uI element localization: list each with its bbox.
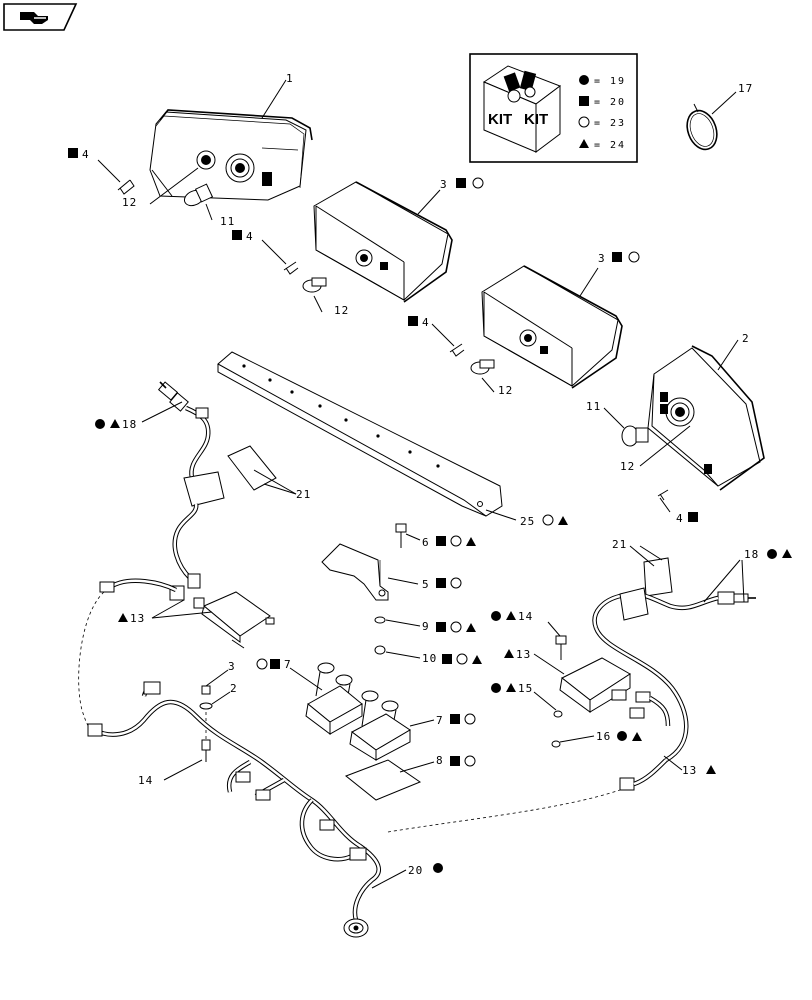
legend-eq-3: = [594,118,602,129]
callout-25: 25 [520,515,535,528]
part-17-clamp: 17 [686,82,753,151]
callout-13-lower: 13 [682,764,697,777]
part-25-bracket: 25 [217,351,568,528]
part-18-sensor-right: 18 [592,548,792,762]
part-13-module-right: 14 13 15 16 [491,610,671,748]
part-13-module-left: 13 [78,573,275,737]
callout-18-left: 18 [122,418,137,431]
callout-15: 15 [518,682,533,695]
callout-12-upper: 12 [122,196,137,209]
callout-16: 16 [596,730,611,743]
callout-11-right: 11 [586,400,601,413]
callout-12-d: 12 [620,460,635,473]
part-2-tail-lamp-right: 2 11 12 4 [586,332,765,525]
kit-word-right: KIT [524,111,548,128]
callout-14-right: 14 [518,610,533,623]
legend-filled-triangle [579,139,589,148]
legend-eq-2: = [594,97,602,108]
legend-eq-1: = [594,76,602,87]
callout-4-c: 4 [422,316,430,329]
callout-8: 8 [436,754,444,767]
legend-kit-19: 19 [610,76,626,87]
part-5-6-9-10-hardware: 6 5 9 10 [321,523,482,665]
callout-10: 10 [422,652,437,665]
legend-filled-square [579,96,589,106]
callout-6: 6 [422,536,430,549]
legend-filled-circle [579,75,589,85]
callout-4-b: 4 [246,230,254,243]
callout-7-lower: 7 [436,714,444,727]
callout-18-right: 18 [744,548,759,561]
callout-20: 20 [408,864,423,877]
callout-3-upper: 3 [440,178,448,191]
callout-9: 9 [422,620,430,633]
legend-open-circle [578,116,590,128]
callout-3-lower: 3 [598,252,606,265]
part-3-lamp-upper: 3 12 4 [232,177,484,317]
callout-3-small: 3 [228,660,236,673]
part-7-8-switches: 7 7 8 [256,658,476,801]
part-3-lamp-lower: 3 12 4 [408,251,640,397]
part-2-3-14-hardware: 3 2 14 [138,660,238,787]
part-18-sensor-left: 18 [95,381,225,580]
legend-kit-20: 20 [610,97,626,108]
callout-5: 5 [422,578,430,591]
part-21-pads: 21 21 [227,445,673,597]
callout-12-c: 12 [498,384,513,397]
callout-12-b: 12 [334,304,349,317]
callout-2-small: 2 [230,682,238,695]
callout-4-a: 4 [82,148,90,161]
callout-21-right: 21 [612,538,627,551]
kit-legend: KIT KIT = 19 = 20 = 23 = 24 [469,53,638,163]
kit-box-icon: KIT KIT [482,65,562,153]
callout-13-right: 13 [516,648,531,661]
callout-14-left: 14 [138,774,153,787]
callout-7-upper: 7 [284,658,292,671]
legend-eq-4: = [594,140,602,151]
callout-1: 1 [286,72,294,85]
callout-11-upper: 11 [220,215,235,228]
page-corner-icon[interactable] [3,3,78,31]
kit-word-left: KIT [488,111,512,128]
callout-13-left: 13 [130,612,145,625]
part-20-main-harness: 20 13 [87,681,716,938]
callout-21-left: 21 [296,488,311,501]
part-1-tail-lamp-left: 1 11 12 4 [68,72,313,228]
legend-kit-24: 24 [610,140,626,151]
legend-kit-23: 23 [610,118,626,129]
callout-4-d: 4 [676,512,684,525]
callout-17: 17 [738,82,753,95]
callout-2: 2 [742,332,750,345]
